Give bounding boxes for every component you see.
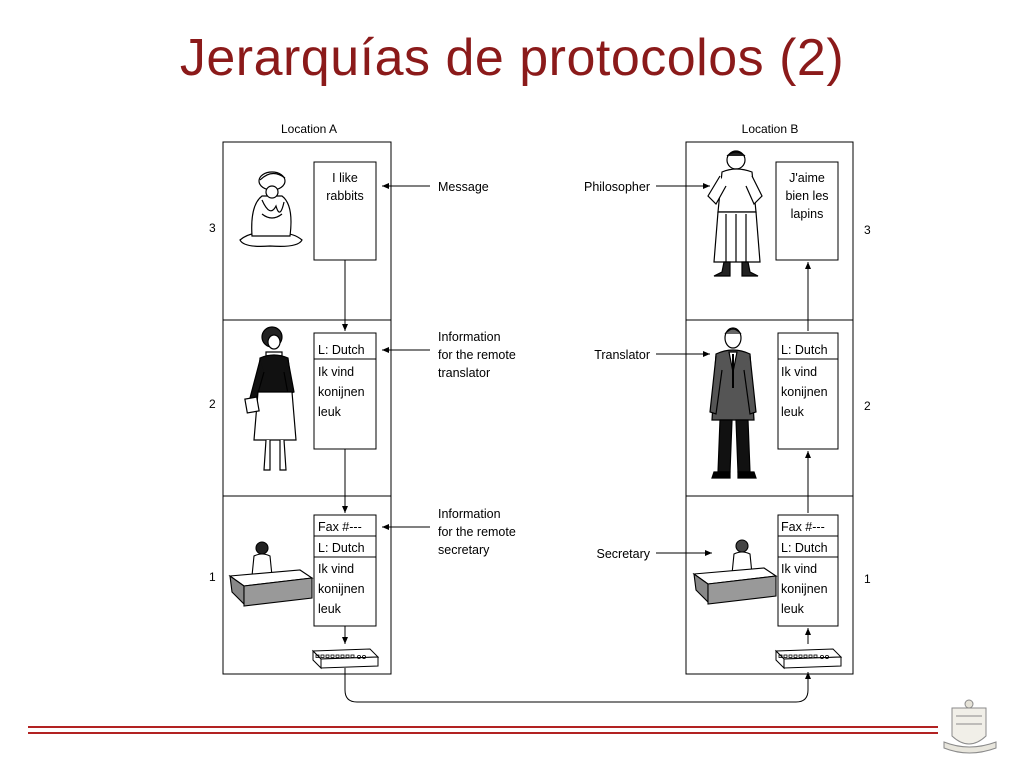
philosopher-figure-icon: [240, 172, 302, 246]
svg-text:leuk: leuk: [781, 602, 805, 616]
annotation-info-secretary-2: for the remote: [438, 525, 516, 539]
role-translator: Translator: [594, 348, 650, 362]
svg-text:leuk: leuk: [318, 405, 342, 419]
svg-text:Fax #---: Fax #---: [318, 520, 362, 534]
layer-number-2-left: 2: [209, 397, 216, 411]
svg-text:leuk: leuk: [318, 602, 342, 616]
svg-text:L: Dutch: L: Dutch: [318, 343, 365, 357]
translator-figure-icon: [710, 328, 756, 478]
svg-text:konijnen: konijnen: [318, 582, 365, 596]
layer-number-1-left: 1: [209, 570, 216, 584]
annotation-info-translator-2: for the remote: [438, 348, 516, 362]
annotation-message: Message: [438, 180, 489, 194]
location-a-label: Location A: [281, 122, 337, 136]
svg-text:I like: I like: [332, 171, 358, 185]
svg-text:J'aime: J'aime: [789, 171, 825, 185]
layer-number-1-right: 1: [864, 572, 871, 586]
translator-figure-icon: [245, 327, 296, 470]
svg-text:konijnen: konijnen: [781, 385, 828, 399]
fax-machine-icon: [313, 649, 378, 668]
svg-text:Ik vind: Ik vind: [318, 365, 354, 379]
svg-text:konijnen: konijnen: [781, 582, 828, 596]
svg-text:Fax #---: Fax #---: [781, 520, 825, 534]
role-secretary: Secretary: [597, 547, 651, 561]
doc-a-layer1: Fax #--- L: Dutch Ik vind konijnen leuk: [314, 515, 376, 626]
location-b-label: Location B: [742, 122, 799, 136]
svg-text:Ik vind: Ik vind: [318, 562, 354, 576]
fax-machine-icon: [776, 649, 841, 668]
annotation-info-translator-1: Information: [438, 330, 501, 344]
doc-b-layer1: Fax #--- L: Dutch Ik vind konijnen leuk: [778, 515, 838, 626]
doc-b-layer3: J'aime bien les lapins: [776, 162, 838, 260]
svg-text:L: Dutch: L: Dutch: [781, 343, 828, 357]
doc-a-layer3: I like rabbits: [314, 162, 376, 260]
physical-link-arrow: [345, 668, 808, 702]
svg-text:Ik vind: Ik vind: [781, 365, 817, 379]
svg-text:L: Dutch: L: Dutch: [318, 541, 365, 555]
svg-text:rabbits: rabbits: [326, 189, 364, 203]
svg-text:L: Dutch: L: Dutch: [781, 541, 828, 555]
svg-text:bien les: bien les: [785, 189, 828, 203]
annotation-info-secretary-3: secretary: [438, 543, 490, 557]
role-philosopher: Philosopher: [584, 180, 650, 194]
layer-number-2-right: 2: [864, 399, 871, 413]
secretary-figure-icon: [694, 540, 776, 604]
layer-number-3-left: 3: [209, 221, 216, 235]
svg-text:leuk: leuk: [781, 405, 805, 419]
svg-text:konijnen: konijnen: [318, 385, 365, 399]
layer-number-3-right: 3: [864, 223, 871, 237]
secretary-figure-icon: [230, 542, 312, 606]
institution-logo-icon: [944, 700, 996, 753]
svg-text:lapins: lapins: [791, 207, 824, 221]
philosopher-figure-icon: [708, 151, 762, 276]
annotation-info-translator-3: translator: [438, 366, 490, 380]
svg-text:Ik vind: Ik vind: [781, 562, 817, 576]
doc-a-layer2: L: Dutch Ik vind konijnen leuk: [314, 333, 376, 449]
doc-b-layer2: L: Dutch Ik vind konijnen leuk: [778, 333, 838, 449]
annotation-info-secretary-1: Information: [438, 507, 501, 521]
